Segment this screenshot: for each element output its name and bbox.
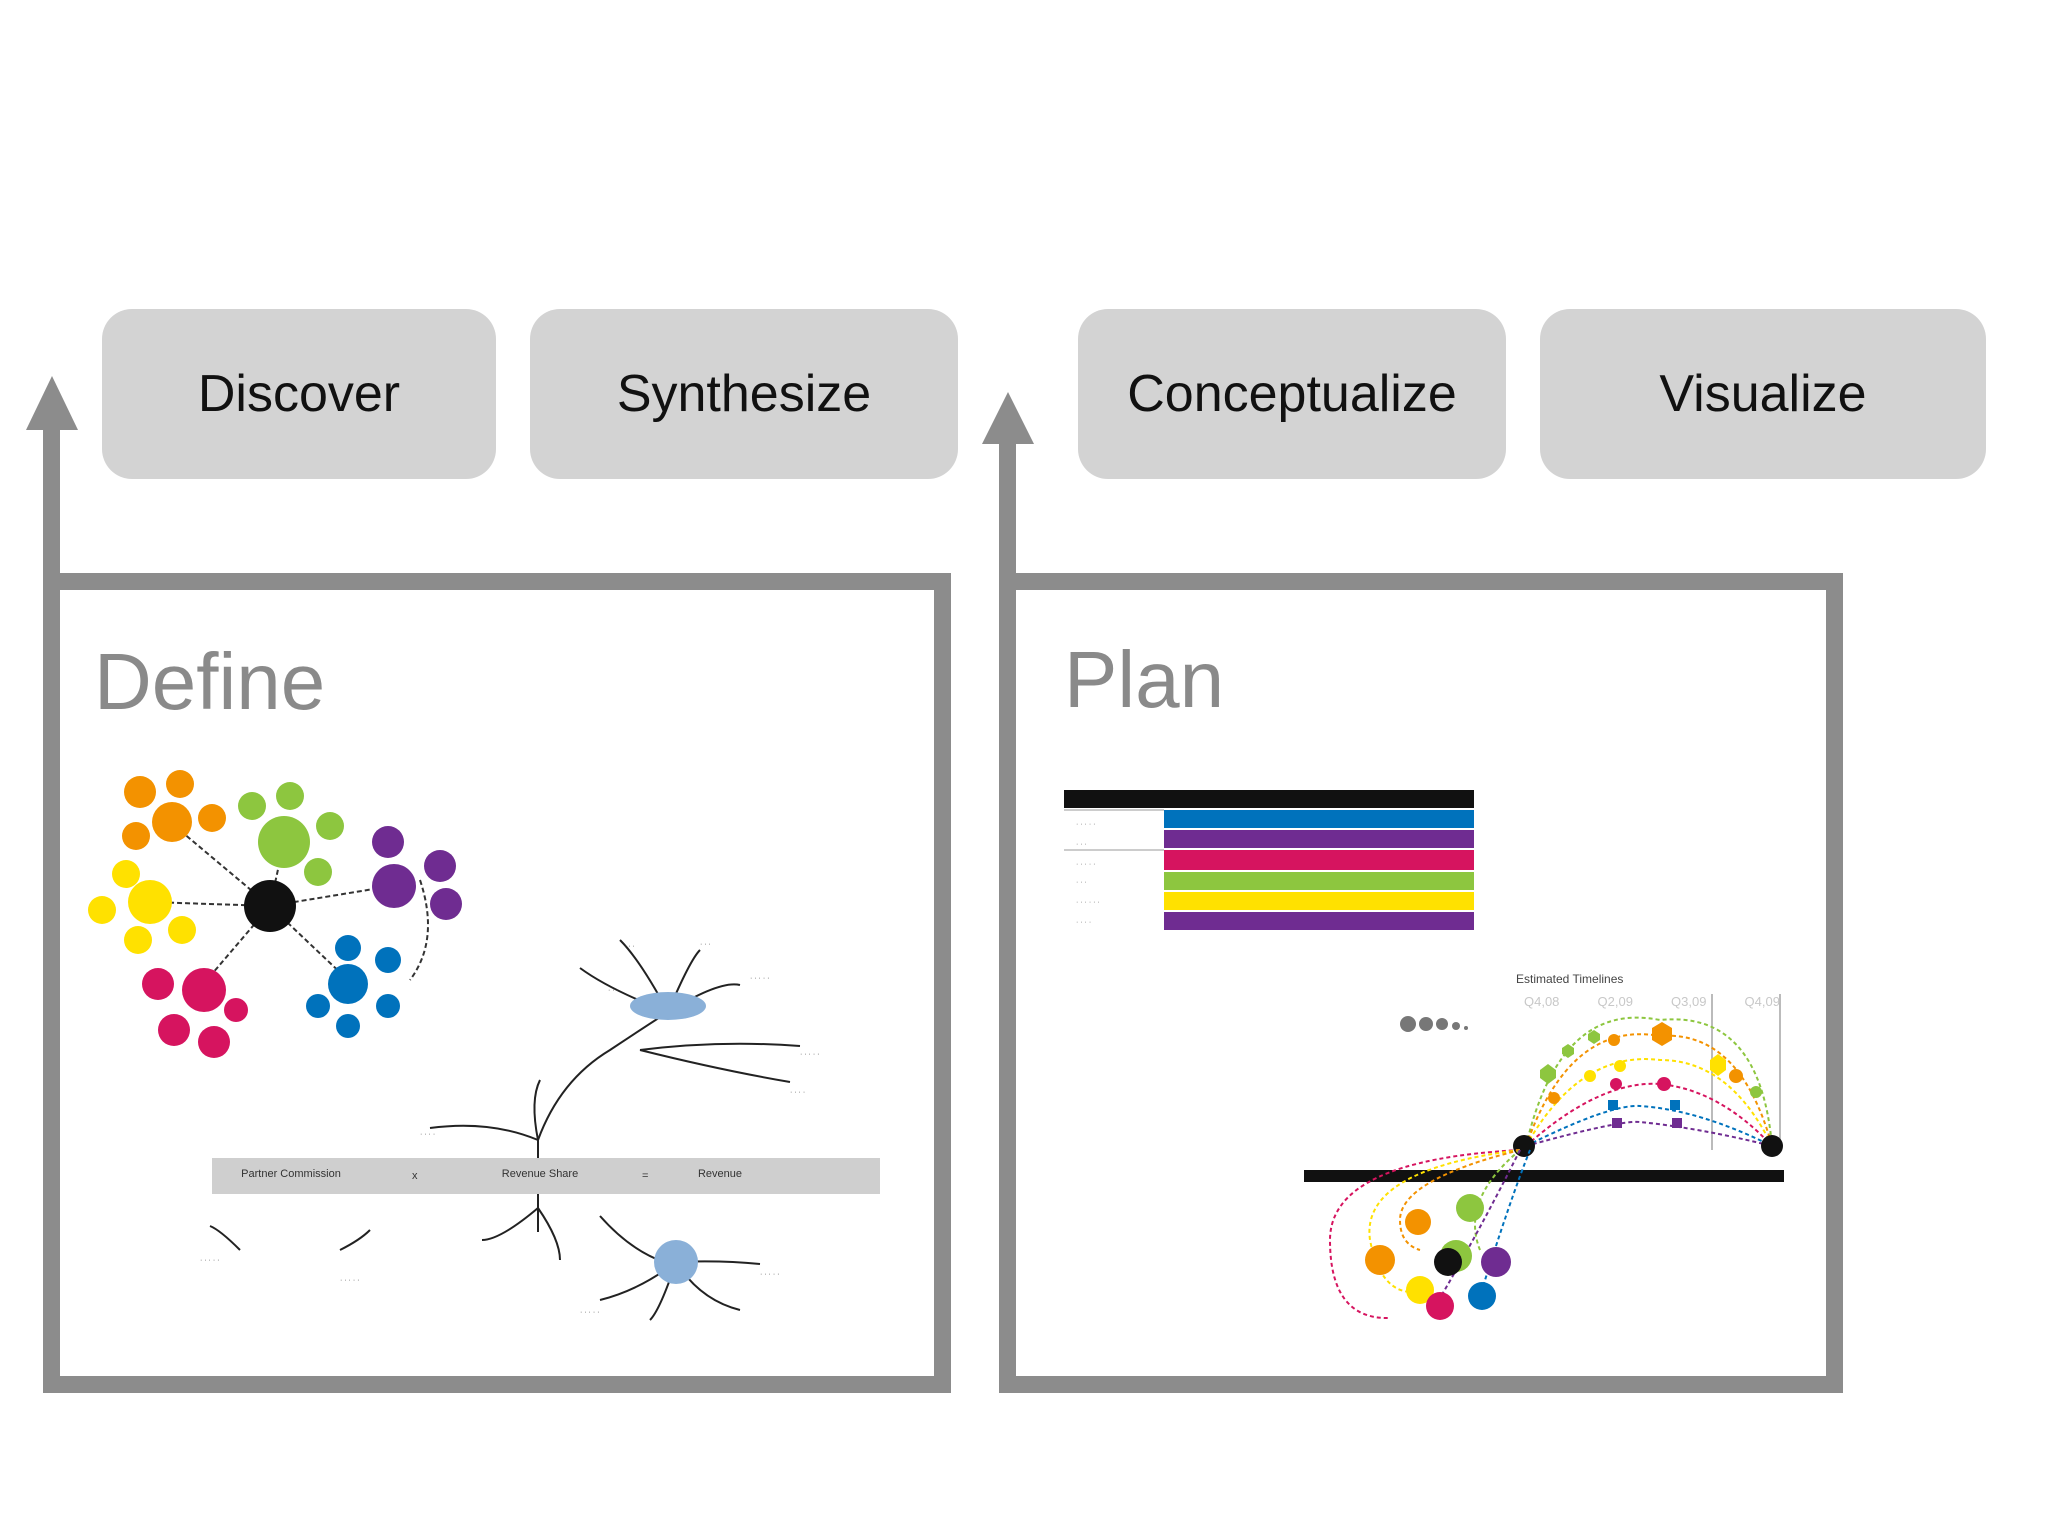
quarter-labels: Q4,08 Q2,09 Q3,09 Q4,09: [1524, 994, 1780, 1009]
svg-text:· · · · ·: · · · · ·: [1076, 821, 1095, 828]
center-node: [244, 880, 296, 932]
svg-text:· · · · ·: · · · · ·: [750, 975, 769, 982]
formula-bar: [212, 1158, 880, 1194]
plan-frame: [999, 573, 1843, 1393]
arrow-shaft-left: [43, 428, 60, 598]
mindmap-node-bottom: [654, 1240, 698, 1284]
quarter-label: Q3,09: [1671, 994, 1707, 1009]
svg-text:· · · · ·: · · · · ·: [340, 1277, 359, 1284]
svg-text:· · ·: · · ·: [700, 941, 711, 948]
svg-text:· · ·: · · ·: [624, 943, 635, 950]
svg-text:· · · ·: · · · ·: [420, 1131, 435, 1138]
formula-op-equals: =: [642, 1170, 649, 1182]
svg-text:· · · · ·: · · · · ·: [580, 1309, 599, 1316]
svg-text:· · · · · ·: · · · · · ·: [1076, 899, 1100, 906]
svg-text:· · ·: · · ·: [1076, 841, 1087, 848]
arrow-up-icon: [982, 392, 1034, 444]
svg-text:· · · · ·: · · · · ·: [800, 1051, 819, 1058]
formula-middle: Revenue Share: [501, 1168, 579, 1180]
stage-discover: Discover: [102, 309, 496, 479]
svg-text:· · · · ·: · · · · ·: [1076, 861, 1095, 868]
plan-title: Plan: [1064, 635, 1225, 724]
quarter-label: Q4,09: [1744, 994, 1780, 1009]
svg-text:· · · ·: · · · ·: [790, 1089, 805, 1096]
svg-text:· · ·: · · ·: [608, 987, 619, 994]
timeline-title: Estimated Timelines: [1516, 972, 1624, 986]
define-frame: [43, 573, 951, 1393]
svg-text:· · · · ·: · · · · ·: [760, 1271, 779, 1278]
stage-synthesize: Synthesize: [530, 309, 958, 479]
arrow-shaft-right: [999, 442, 1016, 598]
svg-text:· · · ·: · · · ·: [1076, 919, 1091, 926]
stage-conceptualize: Conceptualize: [1078, 309, 1506, 479]
formula-right: Revenue: [697, 1168, 743, 1180]
arrow-up-icon: [26, 376, 78, 430]
mindmap-node-top: [630, 992, 706, 1020]
quarter-label: Q2,09: [1597, 994, 1633, 1009]
svg-text:· · · · ·: · · · · ·: [200, 1257, 219, 1264]
define-title: Define: [94, 637, 326, 726]
plan-table-header: [1064, 790, 1474, 808]
svg-text:· · ·: · · ·: [1076, 879, 1087, 886]
formula-op-multiply: x: [412, 1170, 418, 1182]
stage-visualize: Visualize: [1540, 309, 1986, 479]
plan-axis-bar: [1304, 1170, 1784, 1182]
quarter-label: Q4,08: [1524, 994, 1560, 1009]
formula-left: Partner Commission: [241, 1168, 341, 1180]
